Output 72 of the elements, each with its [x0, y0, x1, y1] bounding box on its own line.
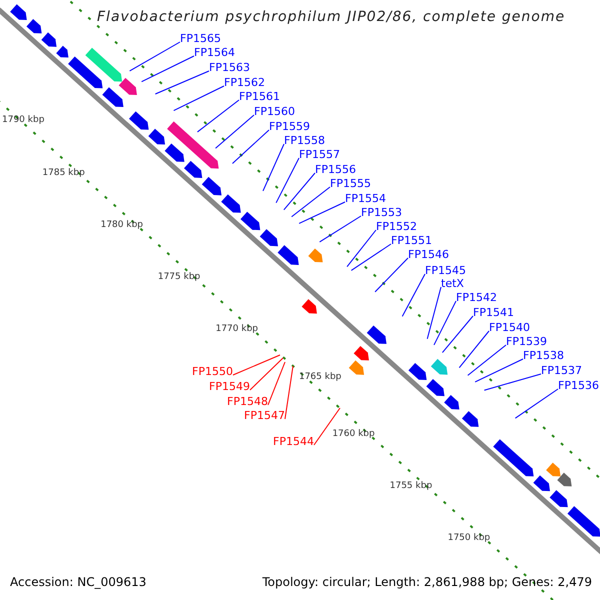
leader-line — [141, 56, 194, 82]
leader-line — [346, 230, 376, 268]
gene-label: FP1564 — [194, 46, 235, 59]
gene-label: FP1548 — [227, 395, 268, 408]
leader-line — [350, 244, 392, 271]
leader-line — [232, 354, 280, 376]
gene-label: FP1556 — [315, 163, 356, 176]
position-tick-label: 1750 kbp — [448, 532, 490, 544]
leader-line — [474, 358, 524, 382]
gene-label: FP1554 — [345, 192, 386, 205]
gene-label: FP1547 — [244, 409, 285, 422]
gene-label: FP1561 — [239, 90, 280, 103]
leader-line — [319, 216, 362, 242]
leader-line — [154, 70, 210, 94]
leader-line — [196, 100, 240, 132]
gene-label: FP1551 — [391, 234, 432, 247]
leader-line — [442, 316, 474, 353]
gene-label: FP1544 — [273, 435, 314, 448]
gene-label: FP1545 — [425, 264, 466, 277]
position-tick-label: 1755 kbp — [390, 480, 432, 492]
diagram-title: Flavobacterium psychrophilum JIP02/86, complete genome — [97, 9, 566, 25]
leader-line — [250, 358, 284, 390]
position-tick-label: 1770 kbp — [216, 324, 258, 335]
leader-line — [284, 366, 294, 420]
leader-line — [291, 186, 330, 218]
leader-line — [514, 388, 558, 419]
leader-line — [232, 130, 270, 164]
gene-label: FP1537 — [541, 364, 582, 377]
position-tick-label: 1780 kbp — [100, 220, 143, 232]
footer-text: Topology: circular; Length: 2,861,988 bp; Genes: 2,479 — [262, 575, 592, 589]
leader-line — [268, 362, 286, 406]
gene-label: FP1560 — [254, 105, 295, 118]
position-tick-label: 1775 kbp — [158, 272, 200, 283]
gene-label: FP1539 — [506, 335, 547, 348]
gene-label: FP1550 — [192, 365, 233, 378]
gene-label: FP1549 — [209, 380, 250, 393]
leader-line — [283, 172, 316, 210]
gene-label: FP1557 — [299, 148, 340, 161]
leader-line — [173, 86, 224, 112]
gene-label: FP1552 — [376, 220, 417, 233]
gene-label: FP1562 — [224, 76, 265, 89]
gene-label: FP1538 — [523, 349, 564, 362]
gene-label: FP1559 — [269, 120, 310, 133]
leader-line — [426, 286, 442, 340]
position-tick-label: 1785 kbp — [42, 168, 85, 179]
leader-line — [434, 300, 456, 346]
leader-line — [276, 158, 300, 204]
leader-line — [215, 114, 254, 149]
gene-label: FP1565 — [180, 32, 221, 45]
gene-label: FP1541 — [473, 306, 514, 319]
leader-line — [298, 202, 346, 224]
leader-line — [484, 374, 542, 391]
leader-line — [402, 274, 426, 317]
gene-label: tetX — [441, 277, 464, 290]
leader-line — [314, 408, 340, 446]
leader-line — [458, 330, 490, 368]
position-tick-label: 1765 kbp — [298, 372, 342, 384]
leader-line — [129, 42, 180, 72]
gene-label: FP1546 — [408, 248, 449, 261]
gene-label: FP1540 — [489, 321, 530, 334]
leader-line — [374, 258, 408, 292]
position-tick-label: 1760 kbp — [332, 429, 375, 440]
footer-text: Accession: NC_009613 — [10, 575, 146, 589]
position-tick-label: 1790 kbp — [2, 115, 44, 126]
gene-label: FP1542 — [456, 291, 497, 304]
gene-label: FP1555 — [330, 177, 371, 190]
gene-label: FP1553 — [361, 206, 402, 219]
leader-line — [262, 144, 284, 192]
leader-line — [467, 344, 506, 376]
gene-label: FP1563 — [209, 61, 250, 74]
gene-label: FP1558 — [284, 134, 325, 147]
gene-label: FP1536 — [558, 379, 599, 392]
